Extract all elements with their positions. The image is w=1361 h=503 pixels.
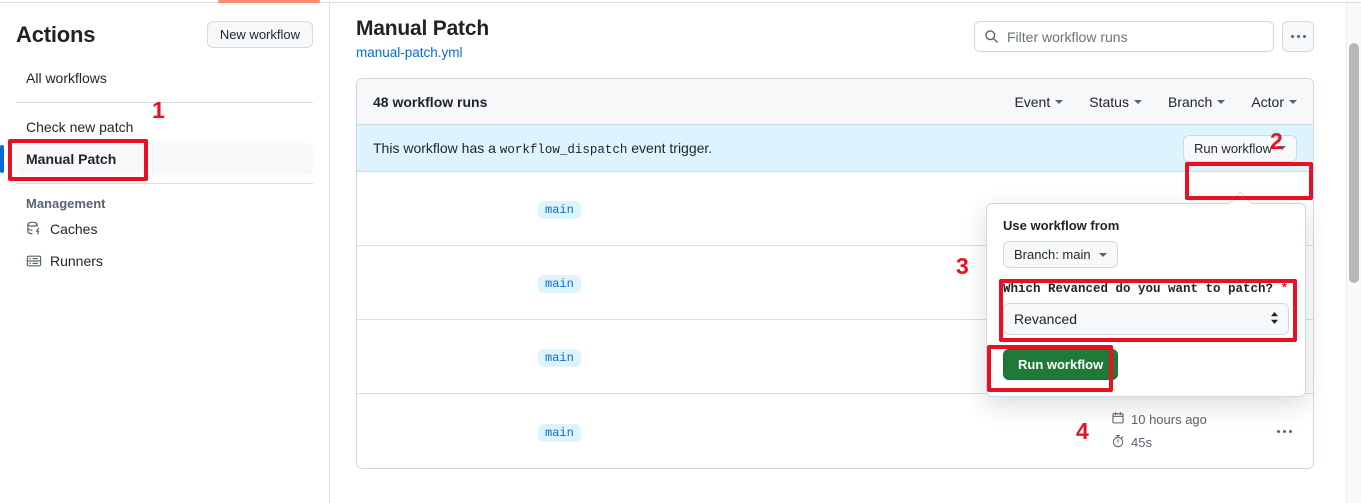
sidebar-item-runners[interactable]: Runners: [16, 245, 313, 277]
main-header: Manual Patch manual-patch.yml: [356, 3, 1314, 60]
runs-count: 48 workflow runs: [373, 93, 488, 110]
branch-selector-button[interactable]: Branch: main: [1003, 241, 1118, 268]
scrollbar-thumb[interactable]: [1349, 43, 1359, 283]
run-workflow-submit-button[interactable]: Run workflow: [1003, 349, 1119, 380]
workflow-heading: Manual Patch manual-patch.yml: [356, 17, 489, 60]
run-duration-label: 45s: [1131, 435, 1152, 450]
chevron-down-icon: [1133, 99, 1142, 104]
cache-icon: [26, 221, 42, 237]
workflow-input-field[interactable]: Revanced: [1003, 303, 1289, 335]
actions-sidebar: Actions New workflow All workflows Check…: [0, 3, 330, 503]
branch-badge[interactable]: main: [538, 423, 581, 442]
kebab-icon: [1290, 35, 1306, 38]
use-workflow-from-label: Use workflow from: [1003, 218, 1120, 233]
run-title-cell: main: [373, 274, 1101, 293]
sidebar-item-manual-patch[interactable]: Manual Patch: [0, 143, 313, 175]
revanced-select-value: Revanced: [1014, 311, 1078, 327]
sidebar-item-label: Manual Patch: [26, 151, 117, 167]
table-row[interactable]: main: [357, 246, 1313, 320]
workflow-title: Manual Patch: [356, 17, 489, 40]
chevron-down-icon: [1098, 252, 1107, 257]
run-workflow-toggle-button[interactable]: Run workflow: [1182, 134, 1297, 162]
search-icon: [984, 29, 999, 47]
server-icon: [26, 253, 42, 269]
run-title-cell: main: [373, 348, 1101, 367]
row-more-button[interactable]: [1271, 429, 1297, 433]
filter-label: Branch: [1167, 93, 1213, 110]
sort-arrows-icon: [1270, 310, 1279, 326]
sidebar-item-label: All workflows: [26, 70, 107, 86]
more-options-button[interactable]: [1282, 21, 1314, 52]
calendar-icon: [1111, 411, 1125, 428]
filter-actor[interactable]: Actor: [1251, 94, 1297, 110]
chevron-down-icon: [1217, 99, 1226, 104]
table-row[interactable]: main 10 hours ago: [357, 394, 1313, 468]
run-duration: 45s: [1111, 434, 1271, 451]
workflow-input-question: Which Revanced do you want to patch?: [1003, 282, 1274, 296]
sidebar-divider-1: [16, 102, 313, 103]
filter-label: Status: [1089, 93, 1129, 110]
dispatch-message: This workflow has a workflow_dispatch ev…: [373, 140, 712, 157]
sidebar-workflow-list: All workflows: [16, 62, 313, 94]
kebab-icon: [1276, 429, 1292, 433]
sidebar-header: Actions New workflow: [16, 3, 313, 62]
workflow-file-link[interactable]: manual-patch.yml: [356, 45, 463, 60]
filter-status[interactable]: Status: [1089, 94, 1142, 110]
branch-badge[interactable]: main: [538, 349, 581, 367]
page-title: Actions: [16, 21, 96, 47]
page-scrollbar[interactable]: [1346, 3, 1361, 503]
sidebar-item-label: Runners: [50, 253, 103, 269]
run-age: 10 hours ago: [1111, 411, 1271, 428]
branch-selector-label: Branch: main: [1014, 247, 1091, 262]
sidebar-divider-2: [16, 183, 313, 184]
filter-event[interactable]: Event: [1014, 93, 1064, 110]
run-title-cell: main: [373, 423, 1101, 442]
filter-group: Event Status Branch Actor: [1014, 94, 1297, 110]
header-controls: [974, 17, 1314, 52]
filter-label: Event: [1014, 93, 1051, 110]
sidebar-item-all-workflows[interactable]: All workflows: [16, 62, 313, 94]
sidebar-section-management: Management: [26, 196, 106, 211]
dispatch-event-name: workflow_dispatch: [499, 142, 628, 157]
run-meta-cell: 10 hours ago 45s: [1101, 411, 1271, 451]
revanced-select[interactable]: Revanced: [1003, 303, 1289, 335]
sidebar-item-check-new-patch[interactable]: Check new patch: [16, 111, 313, 143]
dispatch-suffix: event trigger.: [631, 139, 713, 156]
runs-panel-header: 48 workflow runs Event Status Branch: [357, 79, 1313, 125]
branch-badge[interactable]: main: [538, 275, 581, 293]
new-workflow-button[interactable]: New workflow: [206, 21, 313, 48]
workflow-dispatch-banner: This workflow has a workflow_dispatch ev…: [357, 125, 1313, 172]
top-divider: [0, 2, 1361, 3]
chevron-down-icon: [1055, 99, 1064, 104]
table-row[interactable]: main: [357, 172, 1313, 246]
filter-label: Actor: [1251, 93, 1284, 110]
branch-badge[interactable]: main: [538, 201, 581, 219]
sidebar-item-label: Check new patch: [26, 119, 134, 135]
workflow-input-label: Which Revanced do you want to patch? *: [1003, 282, 1289, 296]
active-tab-underline: [218, 0, 320, 3]
chevron-down-icon: [1278, 146, 1286, 150]
sidebar-management-list: Caches Runners: [16, 213, 313, 277]
sidebar-item-caches[interactable]: Caches: [16, 213, 313, 245]
main-right-edge: [1338, 3, 1346, 503]
stopwatch-icon: [1111, 434, 1125, 451]
sidebar-workflow-list-2: Check new patch Manual Patch: [0, 111, 313, 175]
dispatch-prefix: This workflow has a: [373, 139, 496, 156]
search-box[interactable]: [974, 21, 1274, 52]
run-workflow-dropdown: Use workflow from Branch: main Which Rev…: [986, 203, 1306, 397]
run-age-label: 10 hours ago: [1131, 412, 1207, 427]
run-title-cell: main: [373, 200, 1101, 219]
filter-branch[interactable]: Branch: [1167, 93, 1226, 110]
run-workflow-toggle-label: Run workflow: [1193, 140, 1272, 156]
sidebar-item-label: Caches: [50, 221, 98, 237]
search-input[interactable]: [1007, 22, 1273, 51]
required-asterisk: *: [1280, 282, 1289, 296]
chevron-down-icon: [1289, 99, 1297, 104]
